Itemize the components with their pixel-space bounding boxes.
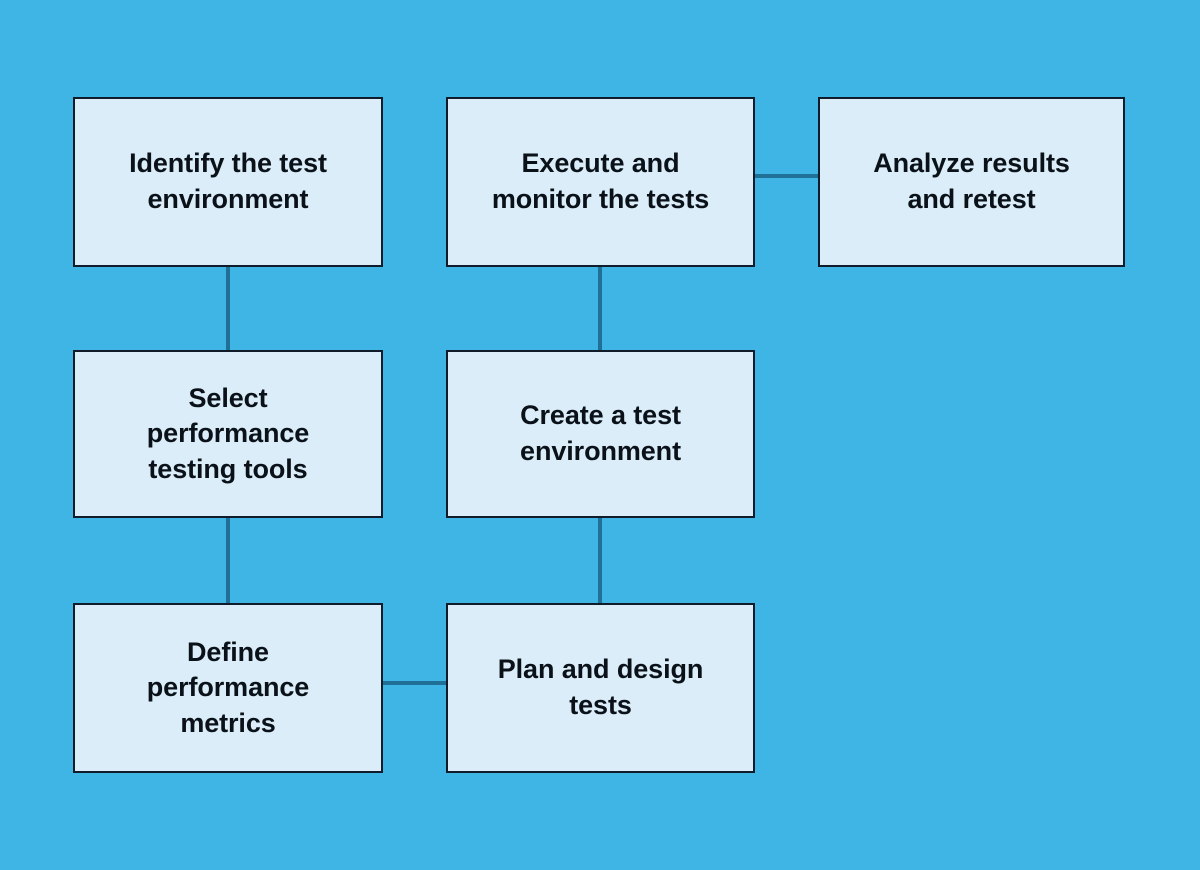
node-identify-test-environment[interactable]: Identify the test environment	[73, 97, 383, 267]
node-label-identify-test-environment: Identify the test environment	[129, 148, 327, 214]
node-execute-monitor-tests[interactable]: Execute and monitor the tests	[446, 97, 755, 267]
connector-plan-to-create	[598, 512, 602, 609]
connector-create-to-execute	[598, 260, 602, 356]
node-label-select-performance-testing-tools: Select performance testing tools	[146, 382, 310, 484]
node-define-performance-metrics[interactable]: Define performance metrics	[73, 603, 383, 773]
node-label-create-test-environment: Create a test environment	[520, 400, 681, 466]
connector-identify-to-select	[226, 260, 230, 356]
node-label-define-performance-metrics: Define performance metrics	[146, 636, 310, 738]
connector-execute-to-analyze	[750, 174, 823, 178]
connector-select-to-define	[226, 512, 230, 609]
connector-define-to-plan	[378, 681, 452, 685]
node-create-test-environment[interactable]: Create a test environment	[446, 350, 755, 518]
node-label-analyze-results-retest: Analyze results and retest	[873, 148, 1070, 214]
node-label-execute-monitor-tests: Execute and monitor the tests	[491, 148, 710, 214]
node-select-performance-testing-tools[interactable]: Select performance testing tools	[73, 350, 383, 518]
node-label-plan-design-tests: Plan and design tests	[497, 654, 704, 720]
node-plan-design-tests[interactable]: Plan and design tests	[446, 603, 755, 773]
node-analyze-results-retest[interactable]: Analyze results and retest	[818, 97, 1125, 267]
